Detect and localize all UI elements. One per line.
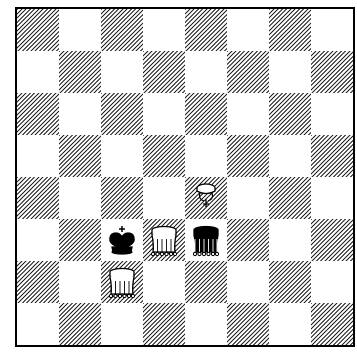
square-g1[interactable] [269, 303, 311, 345]
square-g7[interactable] [269, 51, 311, 93]
square-a1[interactable] [17, 303, 59, 345]
square-f6[interactable] [227, 93, 269, 135]
square-f3[interactable] [227, 219, 269, 261]
square-g5[interactable] [269, 135, 311, 177]
square-a8[interactable] [17, 9, 59, 51]
square-a5[interactable] [17, 135, 59, 177]
square-e5[interactable] [185, 135, 227, 177]
square-d3[interactable] [143, 219, 185, 261]
square-f4[interactable] [227, 177, 269, 219]
square-d5[interactable] [143, 135, 185, 177]
chess-board [17, 9, 353, 345]
square-d6[interactable] [143, 93, 185, 135]
square-h2[interactable] [311, 261, 353, 303]
square-c3[interactable] [101, 219, 143, 261]
square-a7[interactable] [17, 51, 59, 93]
square-h7[interactable] [311, 51, 353, 93]
square-h3[interactable] [311, 219, 353, 261]
square-f7[interactable] [227, 51, 269, 93]
square-b5[interactable] [59, 135, 101, 177]
square-b1[interactable] [59, 303, 101, 345]
square-f8[interactable] [227, 9, 269, 51]
black-queen-icon[interactable] [185, 219, 227, 261]
black-king-icon[interactable] [101, 219, 143, 261]
white-queen-icon[interactable] [143, 219, 185, 261]
square-d2[interactable] [143, 261, 185, 303]
square-g6[interactable] [269, 93, 311, 135]
square-a3[interactable] [17, 219, 59, 261]
square-e3[interactable] [185, 219, 227, 261]
white-pawn-icon[interactable] [185, 177, 227, 219]
square-g4[interactable] [269, 177, 311, 219]
square-e2[interactable] [185, 261, 227, 303]
square-c6[interactable] [101, 93, 143, 135]
square-c5[interactable] [101, 135, 143, 177]
square-e1[interactable] [185, 303, 227, 345]
square-c8[interactable] [101, 9, 143, 51]
square-f2[interactable] [227, 261, 269, 303]
square-c7[interactable] [101, 51, 143, 93]
square-c2[interactable] [101, 261, 143, 303]
square-h4[interactable] [311, 177, 353, 219]
square-d8[interactable] [143, 9, 185, 51]
square-d7[interactable] [143, 51, 185, 93]
square-a6[interactable] [17, 93, 59, 135]
square-c4[interactable] [101, 177, 143, 219]
square-h5[interactable] [311, 135, 353, 177]
square-c1[interactable] [101, 303, 143, 345]
square-h6[interactable] [311, 93, 353, 135]
square-h8[interactable] [311, 9, 353, 51]
square-a2[interactable] [17, 261, 59, 303]
square-b7[interactable] [59, 51, 101, 93]
square-h1[interactable] [311, 303, 353, 345]
square-e7[interactable] [185, 51, 227, 93]
square-b4[interactable] [59, 177, 101, 219]
square-e8[interactable] [185, 9, 227, 51]
square-f5[interactable] [227, 135, 269, 177]
square-g8[interactable] [269, 9, 311, 51]
square-b8[interactable] [59, 9, 101, 51]
square-b2[interactable] [59, 261, 101, 303]
square-e4[interactable] [185, 177, 227, 219]
square-e6[interactable] [185, 93, 227, 135]
square-b6[interactable] [59, 93, 101, 135]
square-d4[interactable] [143, 177, 185, 219]
square-f1[interactable] [227, 303, 269, 345]
white-queen-icon[interactable] [101, 261, 143, 303]
chess-board-frame [15, 7, 355, 347]
square-g2[interactable] [269, 261, 311, 303]
square-d1[interactable] [143, 303, 185, 345]
square-b3[interactable] [59, 219, 101, 261]
square-a4[interactable] [17, 177, 59, 219]
square-g3[interactable] [269, 219, 311, 261]
